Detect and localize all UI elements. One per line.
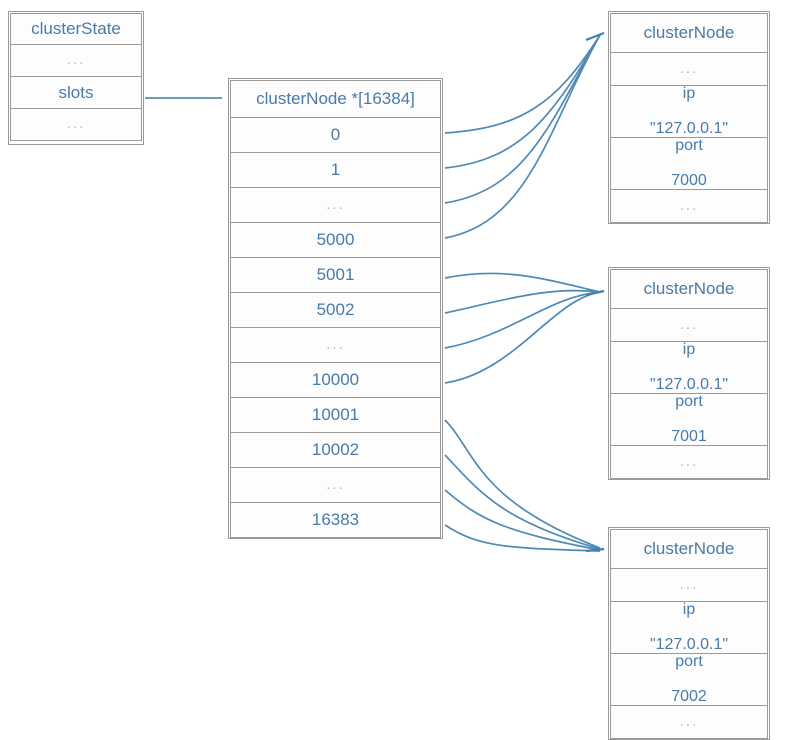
cluster-node-7002-ip-label: ip xyxy=(682,600,696,618)
connector-layer xyxy=(145,31,605,553)
cluster-node-7000-ip-field: ip "127.0.0.1" xyxy=(610,84,768,138)
arrowhead-node-7001 xyxy=(585,289,605,297)
slot-row-5002[interactable]: 5002 xyxy=(230,293,441,328)
cluster-node-7002-port-field: port 7002 xyxy=(610,652,768,706)
cluster-state-ellipsis-top: ... xyxy=(10,45,142,77)
arrowhead-node-7000 xyxy=(585,31,605,42)
cluster-node-7000-header: clusterNode xyxy=(610,13,768,53)
cluster-node-7001-port-label: port xyxy=(675,392,703,410)
cluster-node-7001-port-value: 7001 xyxy=(671,428,707,446)
slot-row-ellipsis-1: ... xyxy=(230,188,441,223)
slot-row-10001[interactable]: 10001 xyxy=(230,398,441,433)
cluster-state-field-slots[interactable]: slots xyxy=(10,77,142,109)
cluster-node-7001-ip-label: ip xyxy=(682,340,696,358)
cluster-node-7001-ip-value: "127.0.0.1" xyxy=(649,376,729,394)
cluster-node-7002-port-label: port xyxy=(675,652,703,670)
connector-group-node-7000 xyxy=(444,34,601,239)
diagram-canvas: clusterState ... slots ... clusterNode *… xyxy=(8,11,770,740)
cluster-node-7002-ellipsis-top: ... xyxy=(610,569,768,602)
connector-group-node-7002 xyxy=(444,419,601,552)
arrowhead-node-7002 xyxy=(585,547,605,553)
slot-row-16383[interactable]: 16383 xyxy=(230,503,441,538)
cluster-node-7000-port-value: 7000 xyxy=(671,172,707,190)
slots-array-header: clusterNode *[16384] xyxy=(230,80,441,118)
cluster-state-header: clusterState xyxy=(10,13,142,45)
cluster-node-7001: clusterNode ... ip "127.0.0.1" port 7001… xyxy=(608,267,770,480)
cluster-node-7000-ellipsis-top: ... xyxy=(610,53,768,86)
cluster-node-7001-ip-field: ip "127.0.0.1" xyxy=(610,340,768,394)
cluster-node-7000-port-field: port 7000 xyxy=(610,136,768,190)
slot-row-ellipsis-3: ... xyxy=(230,468,441,503)
cluster-state-struct: clusterState ... slots ... xyxy=(8,11,144,145)
slot-row-10002[interactable]: 10002 xyxy=(230,433,441,468)
cluster-node-7002-ip-value: "127.0.0.1" xyxy=(649,636,729,654)
cluster-node-7002-header: clusterNode xyxy=(610,529,768,569)
slot-row-0[interactable]: 0 xyxy=(230,118,441,153)
slot-row-1[interactable]: 1 xyxy=(230,153,441,188)
cluster-node-7001-ellipsis-bottom: ... xyxy=(610,446,768,479)
cluster-state-ellipsis-bottom: ... xyxy=(10,109,142,141)
cluster-node-7000-port-label: port xyxy=(675,136,703,154)
cluster-node-7000-ip-value: "127.0.0.1" xyxy=(649,120,729,138)
cluster-node-7002: clusterNode ... ip "127.0.0.1" port 7002… xyxy=(608,527,770,740)
slot-row-5000[interactable]: 5000 xyxy=(230,223,441,258)
slot-row-ellipsis-2: ... xyxy=(230,328,441,363)
cluster-node-7002-ip-field: ip "127.0.0.1" xyxy=(610,600,768,654)
slot-row-5001[interactable]: 5001 xyxy=(230,258,441,293)
cluster-node-7001-header: clusterNode xyxy=(610,269,768,309)
connector-group-node-7001 xyxy=(444,272,601,384)
cluster-node-7002-port-value: 7002 xyxy=(671,688,707,706)
cluster-node-7001-ellipsis-top: ... xyxy=(610,309,768,342)
cluster-node-7000-ellipsis-bottom: ... xyxy=(610,190,768,223)
cluster-node-7000: clusterNode ... ip "127.0.0.1" port 7000… xyxy=(608,11,770,224)
cluster-node-7000-ip-label: ip xyxy=(682,84,696,102)
cluster-node-7001-port-field: port 7001 xyxy=(610,392,768,446)
slots-array-struct: clusterNode *[16384] 0 1 ... 5000 5001 5… xyxy=(228,78,443,539)
slot-row-10000[interactable]: 10000 xyxy=(230,363,441,398)
